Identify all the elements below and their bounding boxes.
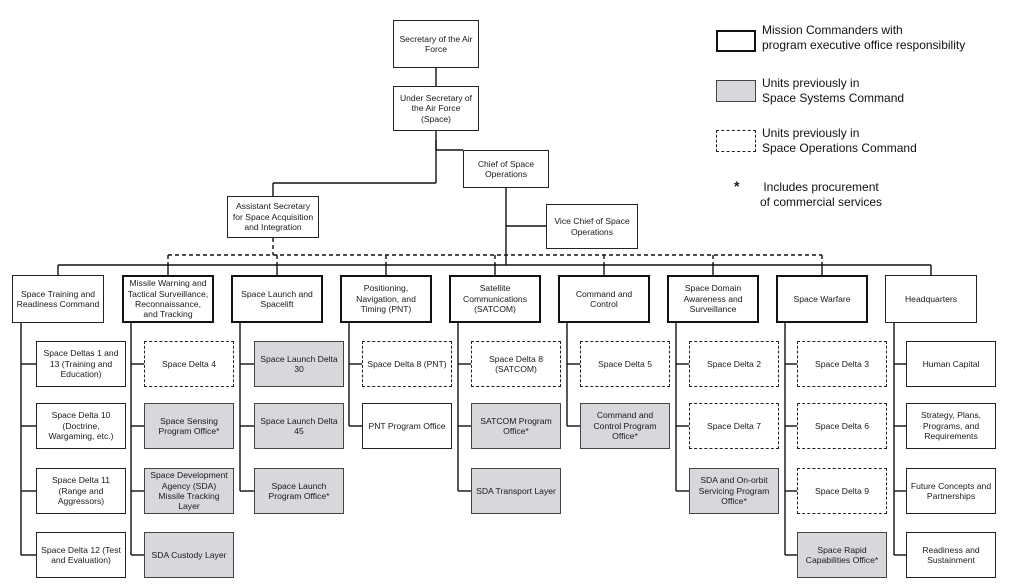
unit-satcom-space-delta-8-satcom: Space Delta 8 (SATCOM) <box>471 341 561 387</box>
unit-mw-sda-custody-layer: SDA Custody Layer <box>144 532 234 578</box>
column-header-sw: Space Warfare <box>776 275 868 323</box>
unit-satcom-sda-transport-layer: SDA Transport Layer <box>471 468 561 514</box>
unit-pnt-space-delta-8-pnt: Space Delta 8 (PNT) <box>362 341 452 387</box>
column-header-trng: Space Training and Readiness Command <box>12 275 104 323</box>
unit-pnt-pnt-program-office: PNT Program Office <box>362 403 452 449</box>
unit-hq-future-concepts-and-partnerships: Future Concepts and Partnerships <box>906 468 996 514</box>
unit-mw-space-delta-4: Space Delta 4 <box>144 341 234 387</box>
unit-sl-space-launch-program-office: Space Launch Program Office* <box>254 468 344 514</box>
unit-trng-space-delta-11-range-and-aggressors: Space Delta 11 (Range and Aggressors) <box>36 468 126 514</box>
unit-sda-sda-and-on-orbit-servicing-program-office: SDA and On-orbit Servicing Program Offic… <box>689 468 779 514</box>
chief-of-space-operations-box: Chief of Space Operations <box>463 150 549 188</box>
legend-asterisk: * <box>734 178 740 194</box>
column-header-pnt: Positioning, Navigation, and Timing (PNT… <box>340 275 432 323</box>
column-header-c2: Command and Control <box>558 275 650 323</box>
legend-space-operations-label: Units previously in Space Operations Com… <box>762 126 917 155</box>
unit-sl-space-launch-delta-30: Space Launch Delta 30 <box>254 341 344 387</box>
column-header-hq: Headquarters <box>885 275 977 323</box>
unit-hq-strategy-plans-programs-and-requirements: Strategy, Plans, Programs, and Requireme… <box>906 403 996 449</box>
legend-mission-commander-label: Mission Commanders with program executiv… <box>762 23 966 52</box>
unit-satcom-satcom-program-office: SATCOM Program Office* <box>471 403 561 449</box>
column-header-satcom: Satellite Communications (SATCOM) <box>449 275 541 323</box>
column-header-sl: Space Launch and Spacelift <box>231 275 323 323</box>
unit-hq-human-capital: Human Capital <box>906 341 996 387</box>
legend-space-systems-swatch <box>716 80 756 102</box>
unit-c2-command-and-control-program-office: Command and Control Program Office* <box>580 403 670 449</box>
column-header-mw: Missile Warning and Tactical Surveillanc… <box>122 275 214 323</box>
secretary-of-air-force-box: Secretary of the Air Force <box>393 20 479 68</box>
unit-sw-space-delta-6: Space Delta 6 <box>797 403 887 449</box>
unit-c2-space-delta-5: Space Delta 5 <box>580 341 670 387</box>
legend-space-operations-swatch <box>716 130 756 152</box>
unit-trng-space-delta-10-doctrine-wargaming-etc: Space Delta 10 (Doctrine, Wargaming, etc… <box>36 403 126 449</box>
unit-sw-space-delta-3: Space Delta 3 <box>797 341 887 387</box>
vice-chief-of-space-operations-box: Vice Chief of Space Operations <box>546 204 638 249</box>
unit-sl-space-launch-delta-45: Space Launch Delta 45 <box>254 403 344 449</box>
column-header-sda: Space Domain Awareness and Surveillance <box>667 275 759 323</box>
assistant-secretary-acquisition-box: Assistant Secretary for Space Acquisitio… <box>227 196 319 238</box>
legend-commercial-services-label: Includes procurement of commercial servi… <box>760 180 883 209</box>
unit-trng-space-delta-12-test-and-evaluation: Space Delta 12 (Test and Evaluation) <box>36 532 126 578</box>
under-secretary-box: Under Secretary of the Air Force (Space) <box>393 86 479 131</box>
unit-sw-space-rapid-capabilities-office: Space Rapid Capabilities Office* <box>797 532 887 578</box>
legend-space-systems-label: Units previously in Space Systems Comman… <box>762 76 905 105</box>
legend-mission-commander-swatch <box>716 30 756 52</box>
unit-sda-space-delta-7: Space Delta 7 <box>689 403 779 449</box>
unit-trng-space-deltas-1-and-13-training-and-education: Space Deltas 1 and 13 (Training and Educ… <box>36 341 126 387</box>
unit-mw-space-sensing-program-office: Space Sensing Program Office* <box>144 403 234 449</box>
unit-mw-space-development-agency-sda-missile-tracking-layer: Space Development Agency (SDA) Missile T… <box>144 468 234 514</box>
unit-sda-space-delta-2: Space Delta 2 <box>689 341 779 387</box>
unit-hq-readiness-and-sustainment: Readiness and Sustainment <box>906 532 996 578</box>
unit-sw-space-delta-9: Space Delta 9 <box>797 468 887 514</box>
